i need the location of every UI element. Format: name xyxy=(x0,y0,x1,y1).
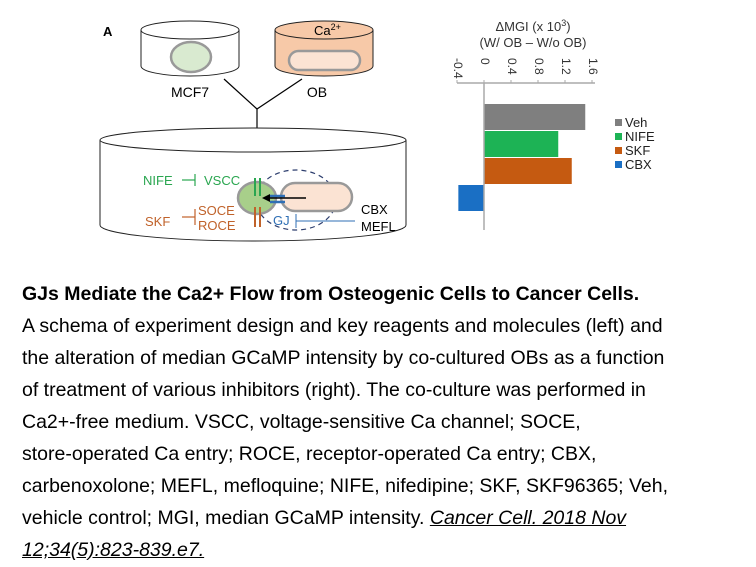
ob-label: OB xyxy=(307,84,327,100)
bar-veh xyxy=(484,104,586,130)
skf-inhibit-icon xyxy=(182,209,196,225)
caption-line: 12;34(5):823-839.e7. xyxy=(22,534,752,566)
gj-inhibit-icon xyxy=(295,214,355,228)
ob-cell-coculture xyxy=(279,181,354,213)
skf-label: SKF xyxy=(145,214,170,229)
chart-subtitle: (W/ OB – W/o OB) xyxy=(480,35,587,50)
mcf7-label: MCF7 xyxy=(171,84,209,100)
caption-line: store-operated Ca entry; ROCE, receptor-… xyxy=(22,443,597,465)
ca-ion-label: Ca2+ xyxy=(314,22,341,38)
chart-title: ΔMGI (x 103) xyxy=(495,18,570,34)
legend-label: SKF xyxy=(625,143,650,158)
bar-nife xyxy=(484,131,559,157)
ca-flow-arrow xyxy=(262,194,306,202)
caption-title: GJs Mediate the Ca2+ Flow from Osteogeni… xyxy=(22,283,640,305)
x-tick-label: 0.8 xyxy=(532,58,546,75)
coculture-dish: NIFE VSCC SKF SOCE ROCE GJ CBX MEFL xyxy=(99,127,407,242)
legend-label: CBX xyxy=(625,157,652,172)
caption-text: vehicle control; MGI, median GCaMP inten… xyxy=(22,507,430,529)
x-tick-label: 1.6 xyxy=(586,58,600,75)
roce-label: ROCE xyxy=(198,218,236,233)
x-tick-label: 0 xyxy=(478,58,492,65)
mefl-label: MEFL xyxy=(361,219,396,234)
mcf7-cell xyxy=(169,40,213,74)
caption-line: vehicle control; MGI, median GCaMP inten… xyxy=(22,502,752,534)
x-tick-label: -0.4 xyxy=(451,58,465,79)
soce-roce-channel-icon xyxy=(254,207,261,227)
legend-swatch xyxy=(615,161,622,168)
figure-caption: GJs Mediate the Ca2+ Flow from Osteogeni… xyxy=(22,278,752,566)
legend-swatch xyxy=(615,119,622,126)
caption-line: carbenoxolone; MEFL, mefloquine; NIFE, n… xyxy=(22,475,669,497)
nife-label: NIFE xyxy=(143,173,173,188)
vscc-label: VSCC xyxy=(204,173,240,188)
soce-label: SOCE xyxy=(198,203,235,218)
citation-link[interactable]: Cancer Cell. 2018 Nov xyxy=(429,507,627,529)
caption-line: Ca2+-free medium. VSCC, voltage-sensitiv… xyxy=(22,411,581,433)
x-tick-label: 0.4 xyxy=(505,58,519,75)
legend-swatch xyxy=(615,147,622,154)
gj-label: GJ xyxy=(273,213,290,228)
ob-cell xyxy=(287,49,362,72)
vscc-channel-icon xyxy=(254,178,261,196)
bar-skf xyxy=(484,158,572,184)
caption-line: of treatment of various inhibitors (righ… xyxy=(22,379,646,401)
citation-link-cont[interactable]: 12;34(5):823-839.e7. xyxy=(22,539,205,561)
ob-dish: Ca2+ OB xyxy=(274,20,374,100)
x-tick-label: 1.2 xyxy=(559,58,573,75)
caption-line: the alteration of median GCaMP intensity… xyxy=(22,347,665,369)
legend-label: Veh xyxy=(625,115,647,130)
bar-cbx xyxy=(458,185,484,211)
caption-line: A schema of experiment design and key re… xyxy=(22,315,663,337)
legend-swatch xyxy=(615,133,622,140)
nife-inhibit-icon xyxy=(182,174,196,186)
mcf7-dish: MCF7 xyxy=(140,20,240,100)
bar-chart: ΔMGI (x 103) (W/ OB – W/o OB) -0.4 0 0.4 0.… xyxy=(451,18,655,230)
legend-label: NIFE xyxy=(625,129,655,144)
panel-label: A xyxy=(103,24,113,39)
cbx-label: CBX xyxy=(361,202,388,217)
figure: A MCF7 Ca2+ OB xyxy=(99,18,655,242)
gap-junction-icon xyxy=(270,194,285,204)
